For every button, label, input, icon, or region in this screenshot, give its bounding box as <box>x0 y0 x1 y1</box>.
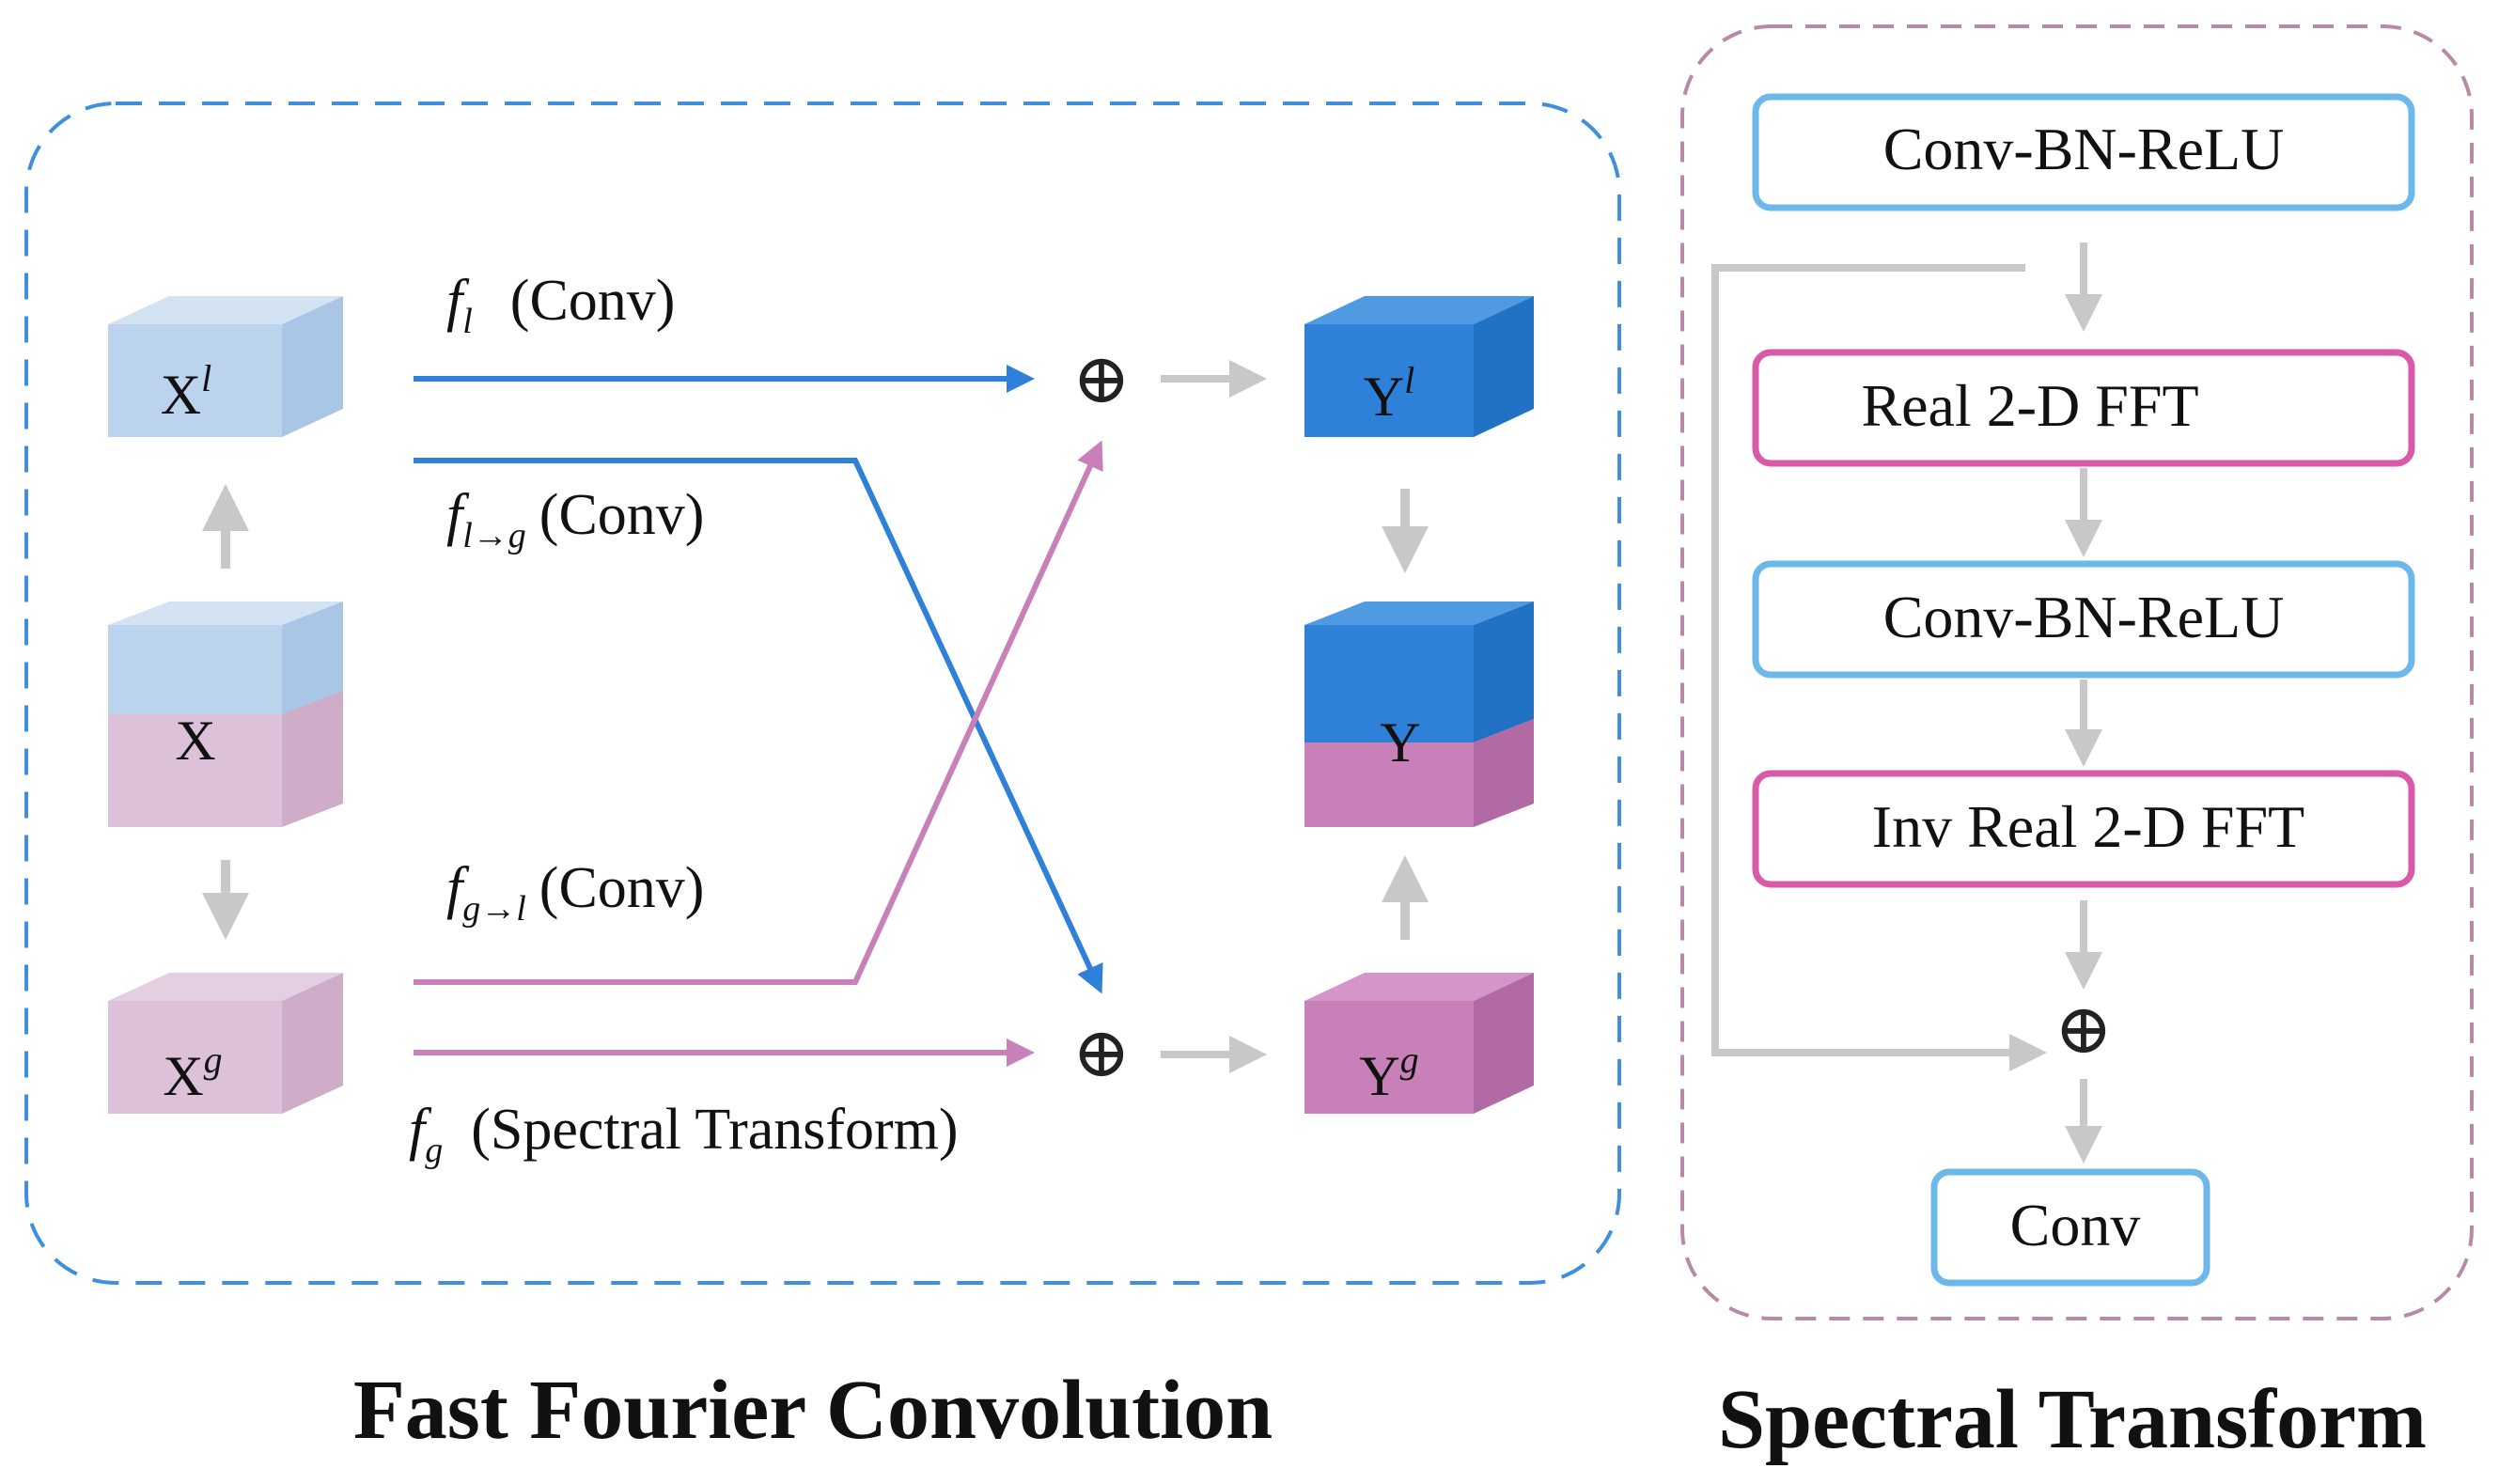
output-yg-label: Yg <box>1359 1039 1418 1107</box>
spectral-block-5-label: Conv <box>2010 1192 2141 1258</box>
sum-node-global: ⊕ <box>1072 1012 1131 1093</box>
path-f-g-to-l-arrow <box>414 440 1103 985</box>
path-f-l-to-g-label: fl→g(Conv) <box>446 483 704 555</box>
output-yl-label: Yl <box>1364 359 1414 428</box>
input-xg-label: Xg <box>163 1039 222 1107</box>
spectral-caption: Spectral Transform <box>1718 1373 2427 1466</box>
spectral-block-2 <box>1752 349 2415 467</box>
output-y-label: Y <box>1380 711 1420 773</box>
spectral-block-1-label: Conv-BN-ReLU <box>1883 116 2285 182</box>
path-f-g-to-l-label: fg→l(Conv) <box>446 856 704 929</box>
input-x-label: X <box>175 710 215 772</box>
spectral-block-5 <box>1930 1168 2210 1287</box>
ffc-frame <box>24 102 1621 1285</box>
output-cube-yg: Yg <box>1304 973 1534 1114</box>
spectral-block-1 <box>1752 93 2415 211</box>
spectral-block-3 <box>1752 560 2415 679</box>
path-f-l-label: fl(Conv) <box>446 269 675 341</box>
spectral-frame <box>1680 24 2474 1320</box>
input-xl-label: Xl <box>161 357 211 426</box>
input-cube-xl: Xl <box>108 296 343 437</box>
path-f-l-to-g-arrow <box>414 458 1103 994</box>
path-f-g-label: fg(Spectral Transform) <box>409 1098 959 1170</box>
output-cube-y: Y <box>1304 601 1534 827</box>
spectral-block-4 <box>1752 770 2415 888</box>
spectral-sum-node: ⊕ <box>2054 989 2113 1070</box>
spectral-block-4-label: Inv Real 2-D FFT <box>1872 793 2304 860</box>
input-cube-x: X <box>108 601 343 827</box>
skip-connection-arrow <box>1711 264 2047 1071</box>
sum-node-local: ⊕ <box>1072 338 1131 419</box>
input-cube-xg: Xg <box>108 973 343 1114</box>
output-cube-yl: Yl <box>1304 296 1534 437</box>
ffc-caption: Fast Fourier Convolution <box>353 1364 1273 1457</box>
spectral-block-2-label: Real 2-D FFT <box>1861 372 2198 439</box>
spectral-block-3-label: Conv-BN-ReLU <box>1883 584 2285 650</box>
